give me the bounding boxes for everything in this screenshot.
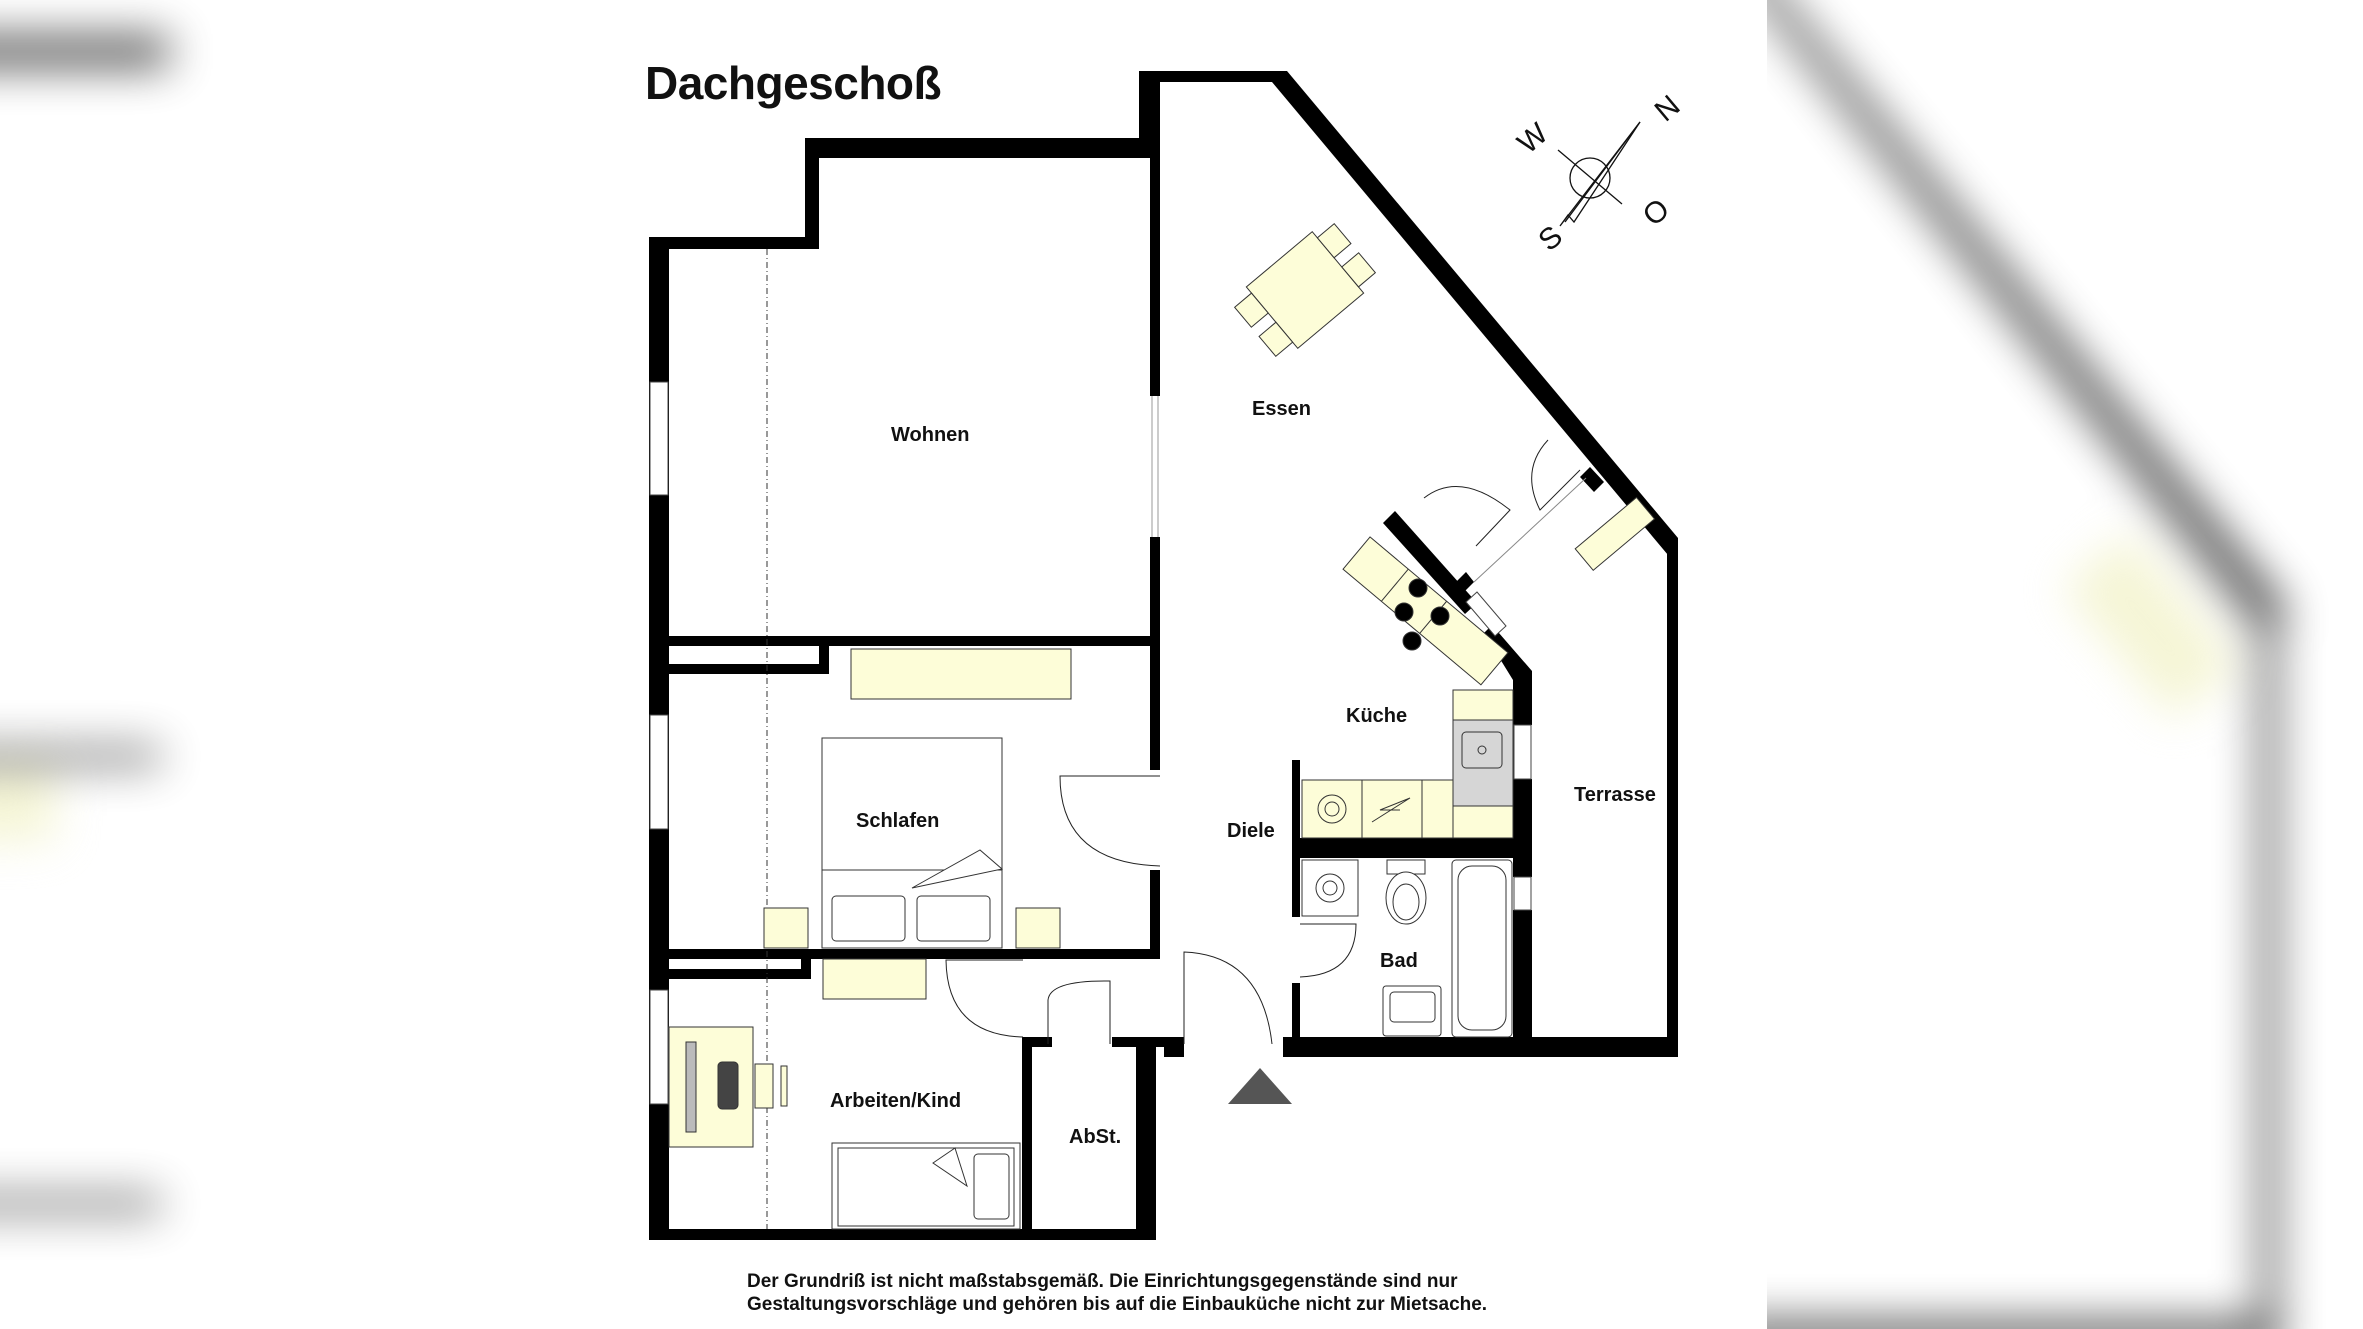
door-abst (1047, 980, 1111, 1044)
door-terrace-right (1531, 439, 1581, 511)
wall-diagonal (1272, 71, 1678, 555)
wall-step-vertical (805, 138, 819, 249)
kitchen-counter-diagonal (1342, 536, 1509, 686)
terrace-bench (1574, 496, 1656, 572)
room-label-arbeiten-kind: Arbeiten/Kind (830, 1090, 962, 1112)
wall-abst-left (1022, 1037, 1032, 1235)
wall-abst-top-a (1022, 1037, 1052, 1047)
kitchen-counter-bottom (1301, 779, 1454, 839)
wall-top-left (649, 237, 819, 249)
wall-bad-left-lower (1292, 983, 1300, 1043)
door-arbeiten (945, 959, 1024, 1038)
floor-title: Dachgeschoß (645, 57, 942, 109)
furniture (668, 223, 1656, 1230)
windows (649, 381, 1532, 1105)
background-blur-left (0, 0, 598, 1329)
wall-schlafen-diele-lower (1150, 870, 1160, 959)
window-arbeiten (649, 989, 669, 1105)
window-kueche-diagonal (1465, 591, 1507, 637)
door-entrance (1183, 951, 1273, 1045)
entrance-marker-icon (1228, 1068, 1292, 1104)
stove-burners (1394, 578, 1450, 651)
wall-schlafen-diele-upper (1150, 646, 1160, 770)
wall-terrace-stub (1580, 467, 1604, 492)
wall-right (1667, 540, 1678, 1057)
window-bad (1513, 876, 1532, 911)
wall-kueche-right-b (1513, 779, 1532, 877)
floor-plan-drawing (649, 71, 1678, 1240)
window-wohnen (649, 381, 669, 496)
wall-kueche-diagonal-a (1383, 511, 1477, 614)
door-bad (1299, 923, 1357, 978)
wall-top-essen (1139, 71, 1285, 82)
door-terrace-left (1423, 486, 1511, 547)
wall-kueche-diagonal-b (1484, 625, 1532, 690)
wall-wohnen-essen-upper (1150, 82, 1160, 396)
dining-table (1233, 223, 1377, 357)
wall-wohnen-essen-lower (1150, 537, 1160, 654)
doors (945, 439, 1587, 1045)
wall-closet-schlafen (669, 664, 829, 674)
floor-plan-panel: Dachgeschoß Wohnen Essen Küche Schlafen … (597, 0, 1767, 1329)
disclaimer-line-1: Der Grundriß ist nicht maßstabsgemäß. Di… (747, 1271, 1458, 1292)
chair-back (780, 1065, 788, 1107)
wall-schlafen-arbeiten (669, 949, 1160, 959)
room-label-abstellraum: AbSt. (1069, 1126, 1122, 1148)
wall-wohnen-schlafen (669, 636, 1160, 646)
disclaimer-line-2: Gestaltungsvorschläge und gehören bis au… (747, 1294, 1488, 1315)
room-label-terrasse: Terrasse (1574, 784, 1656, 806)
room-label-bad: Bad (1380, 950, 1418, 972)
room-label-wohnen: Wohnen (891, 424, 970, 446)
wardrobe-schlafen (850, 648, 1072, 700)
desk (668, 1026, 754, 1148)
window-kueche (1513, 724, 1532, 780)
wall-abst-right (1136, 1037, 1156, 1240)
door-schlafen (1059, 775, 1161, 867)
wall-abst-top-b (1112, 1037, 1142, 1047)
wall-closet-arbeiten (669, 969, 811, 979)
room-label-diele: Diele (1227, 820, 1275, 842)
room-label-schlafen: Schlafen (856, 810, 940, 832)
window-schlafen (649, 714, 669, 830)
room-label-kueche: Küche (1346, 705, 1408, 727)
blurred-plan-left (0, 37, 169, 1212)
computer (717, 1061, 739, 1110)
wall-closet-schlafen-side (819, 646, 829, 674)
washer-icon (1317, 794, 1347, 824)
nightstand-right (1015, 907, 1061, 949)
walls (649, 71, 1678, 1240)
wall-bottom (649, 1229, 1156, 1240)
wall-top-wohnen (805, 138, 1160, 158)
room-label-essen: Essen (1252, 398, 1311, 420)
wall-closet-arbeiten-side (801, 959, 811, 979)
background-blur-right (1767, 0, 2363, 1329)
wall-entry-stub (1136, 1037, 1176, 1047)
blurred-plan-right (1767, 0, 2289, 1329)
dresser-arbeiten (822, 958, 927, 1000)
chair (754, 1063, 774, 1109)
wall-bad-left-upper (1292, 760, 1300, 917)
wall-kueche-bad (1300, 838, 1532, 858)
interior-walls (669, 82, 1604, 1057)
monitor (685, 1041, 697, 1133)
wall-bad-right (1513, 910, 1532, 1057)
nightstand-left (763, 907, 809, 949)
disclaimer-note: Der Grundriß ist nicht maßstabsgemäß. Di… (747, 1270, 1487, 1316)
compass-rose-icon (1557, 121, 1641, 227)
wall-bottom-right (1283, 1037, 1678, 1057)
